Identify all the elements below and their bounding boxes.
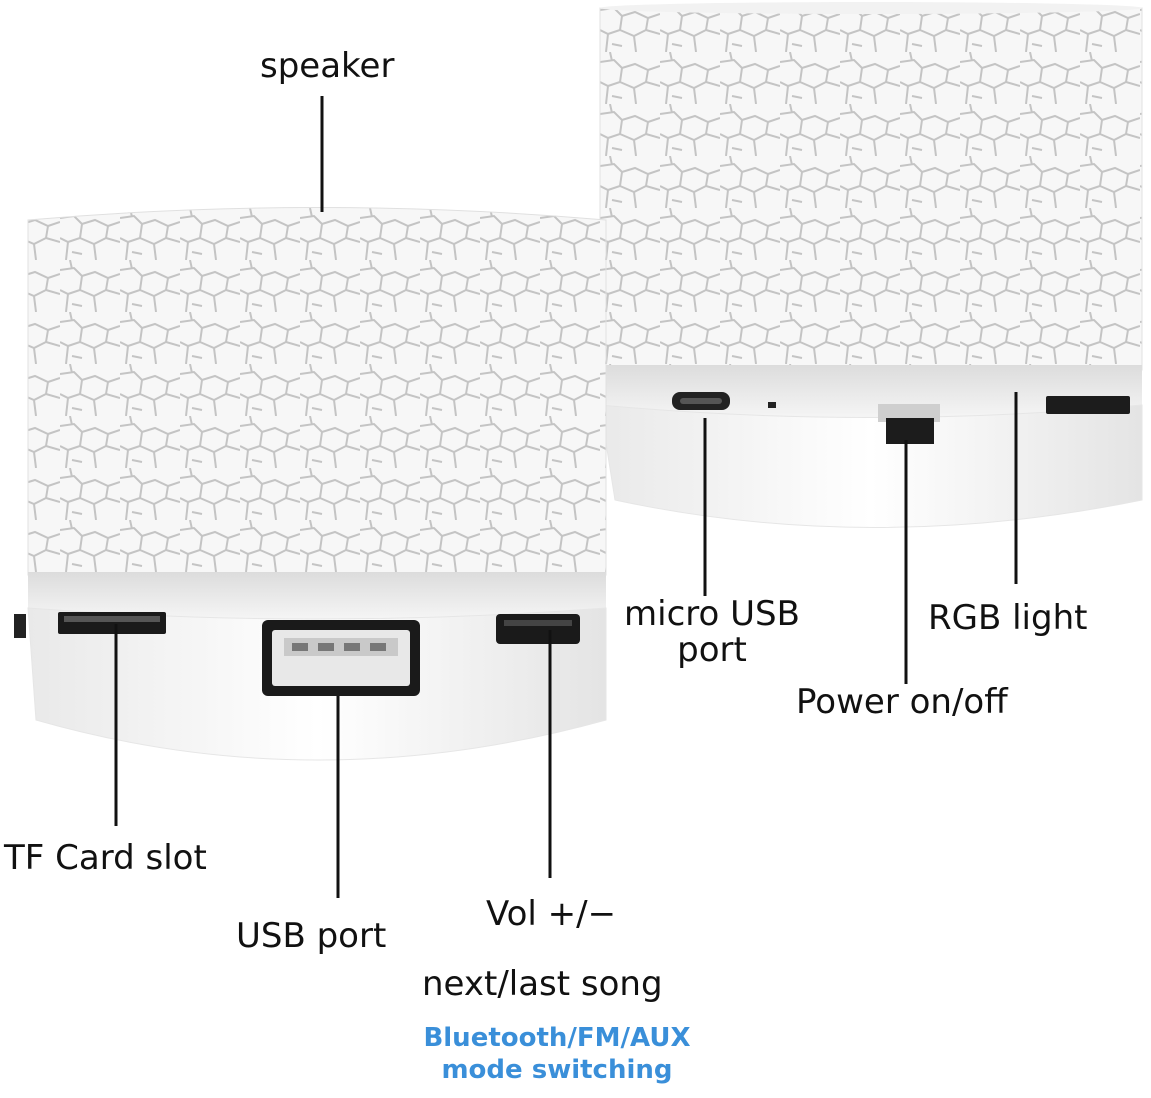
micro-usb-label-line2: port [677,630,747,670]
next-last-song-label: next/last song [422,964,663,1004]
volume-rocker [496,614,580,644]
rgb-light-label: RGB light [928,598,1088,638]
speaker-label: speaker [260,46,395,86]
micro-usb-label-line1: micro USB [624,594,800,634]
usb-port-label: USB port [236,916,387,956]
leader-lines [114,96,1018,898]
right-speaker [599,2,1143,528]
power-label: Power on/off [796,682,1008,722]
power-switch [886,418,934,444]
left-speaker [14,207,607,761]
tf-card-label: TF Card slot [4,838,207,878]
micro-usb-label: micro USB port [612,596,812,668]
vol-label: Vol +/− [486,894,617,934]
mode-switching-line2: mode switching [441,1055,673,1085]
mode-switching-line1: Bluetooth/FM/AUX [423,1023,691,1053]
mode-switching-label: Bluetooth/FM/AUX mode switching [412,1022,702,1086]
tf-card-slot [58,612,166,634]
